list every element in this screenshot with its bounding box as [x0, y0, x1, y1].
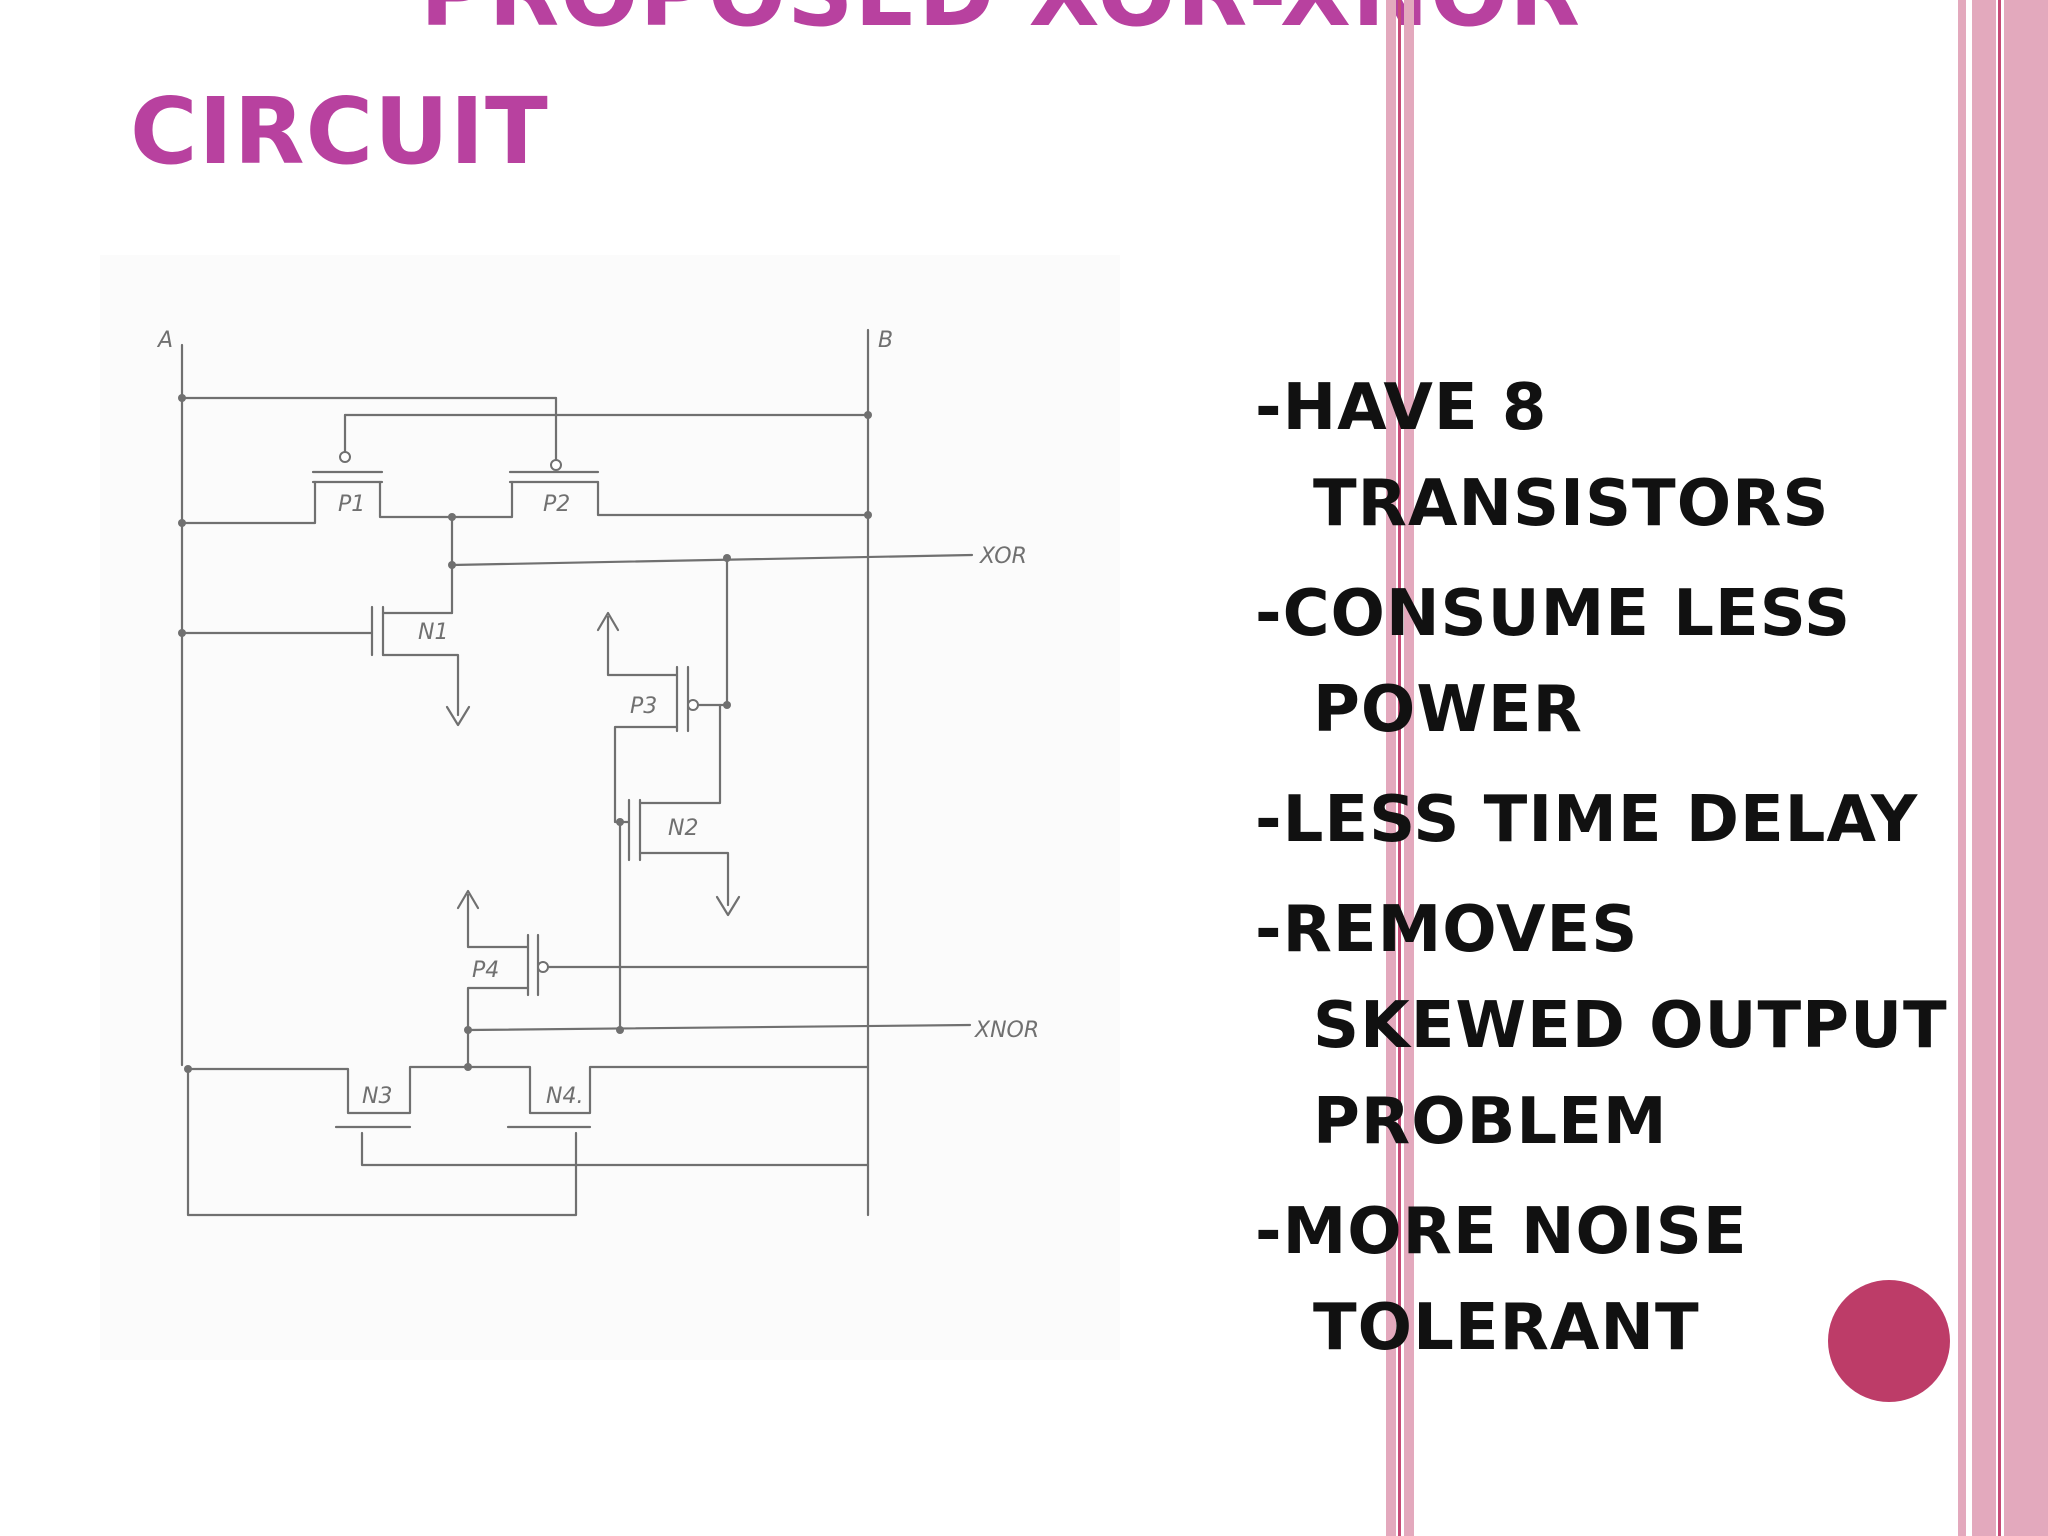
- list-item: -Consume less power: [1255, 577, 1852, 747]
- label-p1: P1: [338, 492, 365, 517]
- label-n2: N2: [668, 816, 698, 841]
- label-n4: N4.: [546, 1084, 583, 1109]
- stripe-left-2: [1398, 0, 1401, 1536]
- stripe-right-2: [1972, 0, 1996, 1536]
- accent-circle: [1828, 1280, 1950, 1402]
- label-xor: XOR: [979, 544, 1027, 569]
- label-p2: P2: [543, 492, 570, 517]
- circuit-nodes: [178, 394, 872, 1073]
- label-p4: P4: [472, 958, 499, 983]
- label-n1: N1: [418, 620, 448, 645]
- stripe-left-3: [1404, 0, 1414, 1536]
- circuit-diagram: A B XOR XNOR P1 P2 P3 P4 N1 N2 N3 N4.: [100, 255, 1120, 1360]
- feature-list: -Have 8 transistors -Consume less power …: [1255, 360, 1955, 1390]
- pmos-bubbles: [339, 451, 699, 973]
- list-item: -Removes skewed output problem: [1255, 893, 1948, 1159]
- slide-title-line2: Circuit: [130, 78, 549, 185]
- stripe-left-1: [1386, 0, 1396, 1536]
- stripe-right-4: [2004, 0, 2048, 1536]
- circuit-labels: A B XOR XNOR P1 P2 P3 P4 N1 N2 N3 N4.: [156, 328, 1039, 1109]
- list-item: -Less time delay: [1255, 783, 1919, 857]
- list-item: -More noise tolerant: [1255, 1195, 1748, 1365]
- label-p3: P3: [630, 694, 657, 719]
- stripe-right-3: [1998, 0, 2001, 1536]
- stripe-right-1: [1958, 0, 1966, 1536]
- list-item: -Have 8 transistors: [1255, 371, 1830, 541]
- label-xnor: XNOR: [974, 1018, 1039, 1043]
- circuit-schematic: A B XOR XNOR P1 P2 P3 P4 N1 N2 N3 N4.: [156, 328, 1039, 1217]
- label-b: B: [878, 328, 893, 353]
- label-a: A: [156, 328, 173, 353]
- circuit-wires: [180, 328, 974, 1217]
- label-n3: N3: [362, 1084, 392, 1109]
